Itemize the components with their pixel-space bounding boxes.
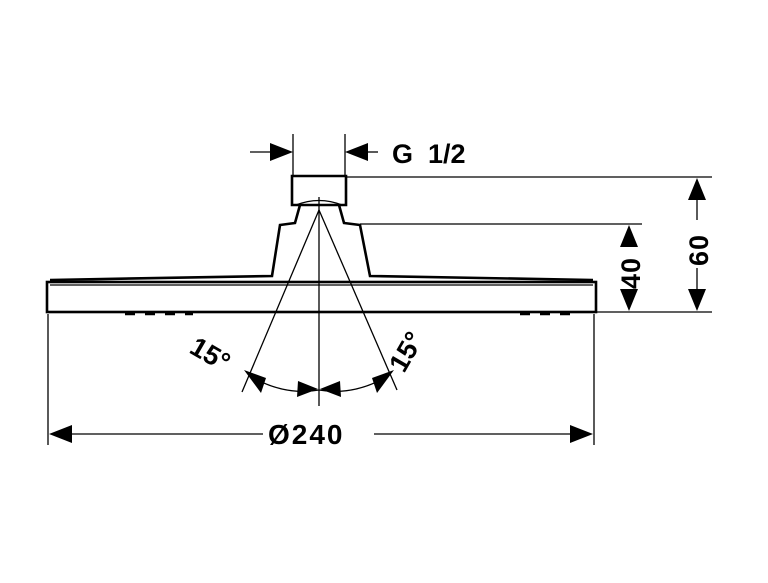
connection-label: G 1/2 [392, 139, 466, 169]
height-60-dimension [346, 176, 712, 311]
connection-dimension [250, 134, 378, 175]
spray-angle-dimension [241, 209, 398, 397]
height-40-dimension [360, 223, 712, 313]
angle-arrowhead-left-outer [244, 370, 266, 393]
spray-angle-right-label: 15° [383, 327, 429, 377]
angle-arrowhead-right-inner [320, 381, 341, 397]
height-60-label: 60 [684, 234, 714, 266]
angle-arrowhead-right-outer [372, 370, 394, 393]
diameter-label: Ø240 [268, 419, 345, 450]
diameter-dimension [47, 314, 595, 445]
shower-head-outline [45, 174, 598, 316]
height-40-label: 40 [616, 257, 646, 289]
spray-angle-left-label: 15° [185, 331, 235, 377]
angle-arrowhead-left-inner [297, 381, 318, 397]
